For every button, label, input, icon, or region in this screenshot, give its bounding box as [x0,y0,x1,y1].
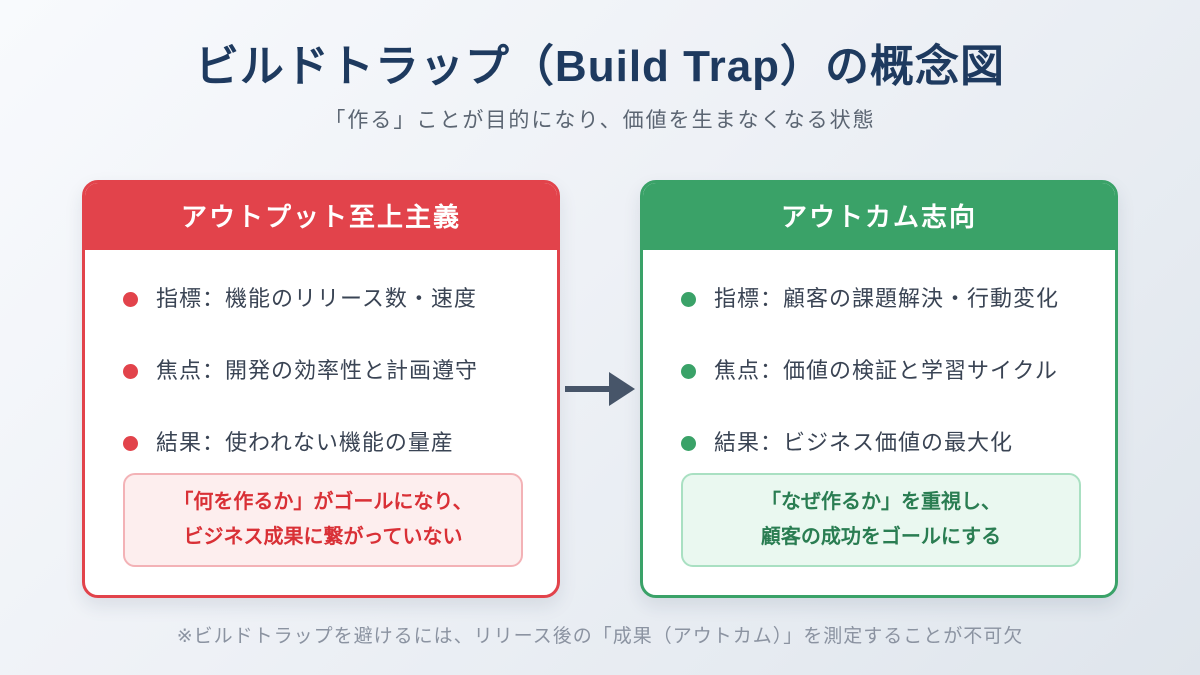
page-title: ビルドトラップ（Build Trap）の概念図 [194,42,1006,91]
bullet-icon [681,363,696,379]
list-item-label: 焦点：価値の検証と学習サイクル [714,358,1058,383]
outcome-item-list: 指標：顧客の課題解決・行動変化 焦点：価値の検証と学習サイクル 結果：ビジネス価… [681,286,1081,456]
page-subtitle: 「作る」ことが目的になり、価値を生まなくなる状態 [324,109,876,132]
outcome-card-body: 指標：顧客の課題解決・行動変化 焦点：価値の検証と学習サイクル 結果：ビジネス価… [643,250,1115,595]
list-item-label: 指標：機能のリリース数・速度 [156,286,477,311]
list-item-label: 焦点：開発の効率性と計画遵守 [156,358,479,383]
list-item: 結果：使われない機能の量産 [123,430,523,456]
callout-line: 「何を作るか」がゴールになり、 [173,491,473,513]
output-item-list: 指標：機能のリリース数・速度 焦点：開発の効率性と計画遵守 結果：使われない機能… [123,286,523,456]
transition-arrow-container [560,180,640,598]
list-item-label: 結果：ビジネス価値の最大化 [714,430,1014,455]
bullet-icon [123,435,138,451]
bullet-icon [681,291,696,307]
outcome-card-header: アウトカム志向 [643,183,1115,250]
bullet-icon [681,435,696,451]
arrow-right-icon [565,372,635,406]
list-item: 結果：ビジネス価値の最大化 [681,430,1081,456]
bullet-icon [123,363,138,379]
output-supremacy-card: アウトプット至上主義 指標：機能のリリース数・速度 焦点：開発の効率性と計画遵守… [82,180,560,598]
list-item: 指標：機能のリリース数・速度 [123,286,523,312]
list-item: 焦点：開発の効率性と計画遵守 [123,358,523,384]
output-callout: 「何を作るか」がゴールになり、 ビジネス成果に繋がっていない [123,473,523,567]
list-item: 焦点：価値の検証と学習サイクル [681,358,1081,384]
list-item-label: 指標：顧客の課題解決・行動変化 [714,286,1060,311]
callout-line: ビジネス成果に繋がっていない [183,526,463,548]
callout-line: 「なぜ作るか」を重視し、 [761,491,1001,513]
footnote: ※ビルドトラップを避けるには、リリース後の「成果（アウトカム）」を測定することが… [176,626,1024,647]
bullet-icon [123,291,138,307]
outcome-callout: 「なぜ作るか」を重視し、 顧客の成功をゴールにする [681,473,1081,567]
list-item-label: 結果：使われない機能の量産 [156,430,454,455]
output-card-header: アウトプット至上主義 [85,183,557,250]
list-item: 指標：顧客の課題解決・行動変化 [681,286,1081,312]
comparison-row: アウトプット至上主義 指標：機能のリリース数・速度 焦点：開発の効率性と計画遵守… [0,180,1200,598]
outcome-oriented-card: アウトカム志向 指標：顧客の課題解決・行動変化 焦点：価値の検証と学習サイクル … [640,180,1118,598]
callout-line: 顧客の成功をゴールにする [760,526,1002,548]
output-card-body: 指標：機能のリリース数・速度 焦点：開発の効率性と計画遵守 結果：使われない機能… [85,250,557,595]
